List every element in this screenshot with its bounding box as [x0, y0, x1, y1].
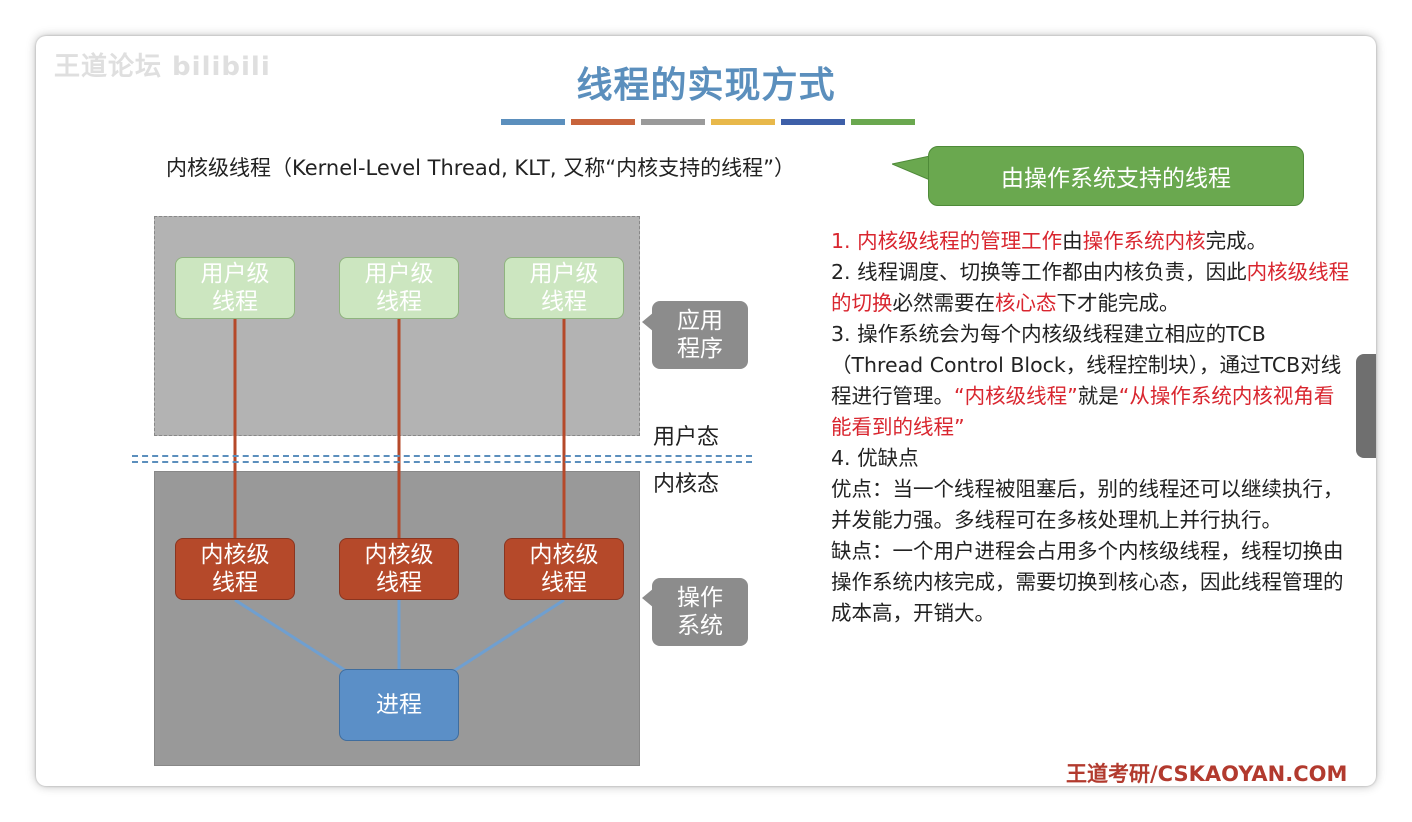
callout-box: 由操作系统支持的线程 — [928, 146, 1304, 206]
point-2-highlight: 内核级线程的切换 — [831, 260, 1350, 315]
point-4-pros: 优点：当一个线程被阻塞后，别的线程还可以继续执行，并发能力强。多线程可在多核处理… — [831, 477, 1344, 532]
title-color-bars — [501, 119, 915, 125]
point-3-highlight: “内核级线程” — [954, 384, 1078, 408]
user-mode-label: 用户态 — [653, 425, 720, 450]
side-scroll-handle[interactable] — [1356, 354, 1376, 458]
slide: 王道论坛 bilibili 线程的实现方式 内核级线程（Kernel-Level… — [36, 36, 1376, 786]
kernel-thread-box-2: 内核级 线程 — [339, 538, 459, 600]
user-thread-box-1: 用户级 线程 — [175, 257, 295, 319]
point-3-highlight: “从操作系统内核视角看能看到的线程” — [831, 384, 1335, 439]
process-box: 进程 — [339, 669, 459, 741]
point-1-text: 完成。 — [1205, 229, 1268, 253]
diagram-connectors — [233, 319, 566, 678]
user-thread-box-2: 用户级 线程 — [339, 257, 459, 319]
color-bar — [781, 119, 845, 125]
color-bar — [571, 119, 635, 125]
color-bar — [711, 119, 775, 125]
footer-brand: 王道考研/CSKAOYAN.COM — [1066, 762, 1348, 786]
point-4-cons: 缺点：一个用户进程会占用多个内核级线程，线程切换由操作系统内核完成，需要切换到核… — [831, 539, 1344, 625]
watermark: 王道论坛 bilibili — [54, 52, 271, 82]
mode-boundary-line — [132, 455, 752, 463]
tag-operating-system: 操作 系统 — [652, 578, 748, 646]
klt-definition: 内核级线程（Kernel-Level Thread, KLT, 又称“内核支持的… — [166, 156, 795, 180]
user-thread-box-3: 用户级 线程 — [504, 257, 624, 319]
point-2-text: 必然需要在 — [892, 291, 996, 315]
slide-title: 线程的实现方式 — [576, 65, 836, 106]
connector-line — [445, 598, 565, 678]
point-1: 1. 内核级线程的管理工作由操作系统内核完成。 — [831, 226, 1351, 257]
color-bar — [501, 119, 565, 125]
tag-pointer — [642, 588, 654, 608]
color-bar — [641, 119, 705, 125]
color-bar — [851, 119, 915, 125]
point-2: 2. 线程调度、切换等工作都由内核负责，因此内核级线程的切换必然需要在核心态下才… — [831, 257, 1351, 319]
kernel-thread-box-1: 内核级 线程 — [175, 538, 295, 600]
point-1-text: 由 — [1062, 229, 1083, 253]
point-2-highlight: 核心态 — [995, 291, 1057, 315]
point-1-highlight: 操作系统内核 — [1082, 229, 1206, 253]
tag-pointer — [642, 312, 654, 332]
point-3: 3. 操作系统会为每个内核级线程建立相应的TCB（Thread Control … — [831, 319, 1351, 443]
point-1-highlight: 1. 内核级线程的管理工作 — [831, 229, 1063, 253]
point-2-text: 2. 线程调度、切换等工作都由内核负责，因此 — [831, 260, 1247, 284]
point-4-title: 4. 优缺点 — [831, 446, 919, 470]
connector-line — [234, 598, 355, 678]
klt-description: 1. 内核级线程的管理工作由操作系统内核完成。 2. 线程调度、切换等工作都由内… — [831, 226, 1351, 629]
kernel-mode-label: 内核态 — [653, 472, 720, 497]
tag-application: 应用 程序 — [652, 301, 748, 369]
kernel-thread-box-3: 内核级 线程 — [504, 538, 624, 600]
point-3-text: 就是 — [1077, 384, 1119, 408]
point-3-text: 3. 操作系统会为每个内核级线程建立相应的TCB（Thread Control … — [831, 322, 1342, 408]
point-2-text: 下才能完成。 — [1056, 291, 1180, 315]
